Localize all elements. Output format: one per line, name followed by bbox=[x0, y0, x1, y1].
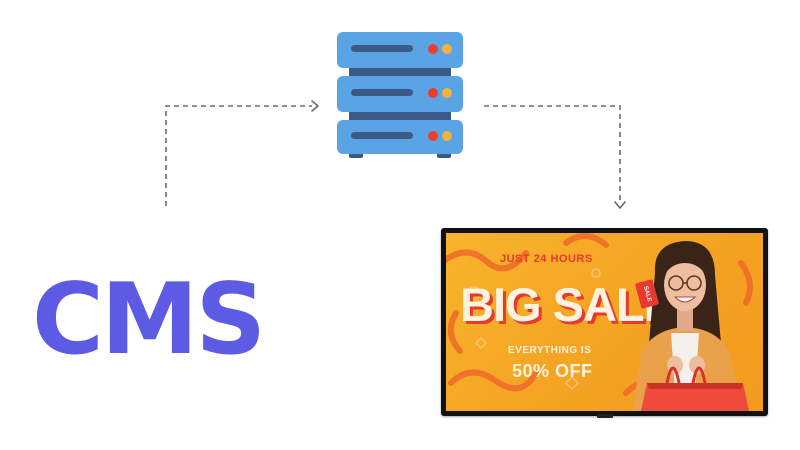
server-to-display-connector bbox=[484, 105, 621, 200]
promo-background-squiggles bbox=[446, 233, 753, 396]
promo-discount: 50% OFF bbox=[512, 361, 593, 381]
cms-to-server-connector bbox=[165, 105, 312, 206]
arrowhead-down-icon bbox=[614, 201, 626, 209]
display-screen: JUST 24 HOURS BIG SALE EVERYTHING IS 50%… bbox=[446, 233, 763, 411]
woman-with-bag-image bbox=[633, 241, 749, 411]
cms-label: CMS bbox=[32, 263, 266, 377]
server-rack-icon bbox=[337, 32, 463, 158]
signage-display: JUST 24 HOURS BIG SALE EVERYTHING IS 50%… bbox=[441, 228, 768, 416]
server-unit-3 bbox=[337, 120, 463, 154]
server-unit-2 bbox=[337, 76, 463, 112]
promo-top-line: JUST 24 HOURS bbox=[500, 253, 593, 265]
promo-subline: EVERYTHING IS bbox=[508, 345, 592, 356]
display-stand bbox=[597, 414, 613, 418]
arrowhead-right-icon bbox=[311, 100, 319, 112]
server-unit-1 bbox=[337, 32, 463, 68]
